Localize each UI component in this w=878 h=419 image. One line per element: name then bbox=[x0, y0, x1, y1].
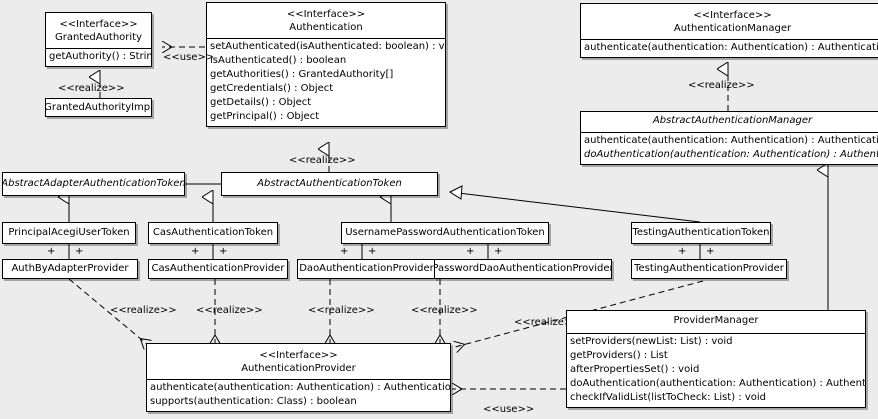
operation-doauthentication: doAuthentication(authentication: Authent… bbox=[584, 149, 878, 160]
operation-authenticate: authenticate(authentication: Authenticat… bbox=[584, 42, 878, 53]
class-box-authentication[interactable]: <<Interface>> Authentication setAuthenti… bbox=[206, 2, 446, 127]
class-name-testing-authentication-provider: TestingAuthenticationProvider bbox=[634, 263, 784, 274]
operation-getdetails: getDetails() : Object bbox=[210, 97, 312, 108]
edge-label-realize-passworddaoprovider: <<realize>> bbox=[411, 305, 478, 316]
operation-doauthentication: doAuthentication(authentication: Authent… bbox=[570, 378, 866, 389]
class-header-granted-authority: <<Interface>> GrantedAuthority bbox=[46, 13, 151, 48]
operation-setauthenticated: setAuthenticated(isAuthenticated: boolea… bbox=[210, 41, 446, 52]
stereotype-interface: <<Interface>> bbox=[59, 19, 138, 30]
stereotype-interface: <<Interface>> bbox=[693, 10, 772, 21]
class-name-authentication: Authentication bbox=[289, 22, 363, 33]
assoc-multiplicity-a: + bbox=[340, 246, 349, 257]
class-box-abstract-adapter-authentication-token[interactable]: AbstractAdapterAuthenticationToken bbox=[2, 172, 185, 196]
class-box-testing-authentication-token[interactable]: TestingAuthenticationToken bbox=[631, 222, 771, 244]
class-header-abstract-authentication-manager: AbstractAuthenticationManager bbox=[581, 112, 878, 132]
class-box-granted-authority[interactable]: <<Interface>> GrantedAuthority getAuthor… bbox=[45, 12, 152, 67]
edge-label-realize-testingprovider: <<realize>> bbox=[514, 317, 581, 328]
operations-compartment-abstract-authentication-manager: authenticate(authentication: Authenticat… bbox=[581, 132, 878, 164]
operation-checkifvalidlist: checkIfValidList(listToCheck: List) : vo… bbox=[570, 392, 767, 403]
class-name-abstract-authentication-token: AbstractAuthenticationToken bbox=[257, 178, 402, 189]
operation-authenticate: authenticate(authentication: Authenticat… bbox=[584, 135, 878, 146]
class-box-cas-authentication-provider[interactable]: CasAuthenticationProvider bbox=[148, 259, 288, 279]
class-box-testing-authentication-provider[interactable]: TestingAuthenticationProvider bbox=[631, 259, 787, 279]
stereotype-interface: <<Interface>> bbox=[259, 350, 338, 361]
class-name-authentication-manager: AuthenticationManager bbox=[673, 23, 792, 34]
class-name-dao-authentication-provider: DaoAuthenticationProvider bbox=[299, 263, 434, 274]
operation-isauthenticated: isAuthenticated() : boolean bbox=[210, 55, 347, 66]
assoc-multiplicity-left: + bbox=[47, 246, 56, 257]
class-box-cas-authentication-token[interactable]: CasAuthenticationToken bbox=[148, 222, 278, 244]
edge-testingauthenticationtoken-extends-abstractauthenticationtoken bbox=[448, 185, 701, 223]
assoc-multiplicity-right: + bbox=[219, 246, 228, 257]
edge-label-use-providermanager: <<use>> bbox=[483, 404, 535, 415]
class-name-testing-authentication-token: TestingAuthenticationToken bbox=[632, 227, 770, 238]
class-name-cas-authentication-token: CasAuthenticationToken bbox=[152, 227, 274, 238]
operation-getcredentials: getCredentials() : Object bbox=[210, 83, 334, 94]
class-box-auth-by-adapter-provider[interactable]: AuthByAdapterProvider bbox=[2, 259, 138, 279]
edge-label-realize-grantedauthorityimpl: <<realize>> bbox=[58, 83, 125, 94]
class-box-provider-manager[interactable]: ProviderManager setProviders(newList: Li… bbox=[566, 310, 866, 408]
class-name-abstract-adapter-authentication-token: AbstractAdapterAuthenticationToken bbox=[2, 178, 185, 189]
operation-getauthorities: getAuthorities() : GrantedAuthority[] bbox=[210, 69, 394, 80]
operation-getauthority: getAuthority() : String bbox=[49, 51, 152, 62]
class-header-authentication: <<Interface>> Authentication bbox=[207, 3, 445, 38]
class-box-authentication-manager[interactable]: <<Interface>> AuthenticationManager auth… bbox=[580, 3, 878, 58]
operations-compartment-granted-authority: getAuthority() : String bbox=[46, 48, 151, 66]
operation-afterpropertiesset: afterPropertiesSet() : void bbox=[570, 364, 700, 375]
class-header-authentication-manager: <<Interface>> AuthenticationManager bbox=[581, 4, 878, 39]
operation-getproviders: getProviders() : List bbox=[570, 350, 668, 361]
edge-label-realize-casprovider: <<realize>> bbox=[196, 305, 263, 316]
class-box-dao-authentication-provider[interactable]: DaoAuthenticationProvider bbox=[297, 259, 436, 279]
class-box-username-password-authentication-token[interactable]: UsernamePasswordAuthenticationToken bbox=[341, 222, 549, 244]
class-box-abstract-authentication-manager[interactable]: AbstractAuthenticationManager authentica… bbox=[580, 111, 878, 165]
assoc-multiplicity-left: + bbox=[191, 246, 200, 257]
class-box-principal-acegi-user-token[interactable]: PrincipalAcegiUserToken bbox=[2, 222, 136, 244]
class-box-abstract-authentication-token[interactable]: AbstractAuthenticationToken bbox=[221, 172, 438, 196]
edge-label-use-authentication-grantedauthority: <<use>> bbox=[163, 52, 215, 63]
class-name-username-password-authentication-token: UsernamePasswordAuthenticationToken bbox=[345, 227, 545, 238]
assoc-multiplicity-right: + bbox=[706, 246, 715, 257]
assoc-multiplicity-b: + bbox=[368, 246, 377, 257]
edge-label-realize-abstractauthenticationtoken: <<realize>> bbox=[289, 155, 356, 166]
stereotype-interface: <<Interface>> bbox=[286, 9, 366, 20]
assoc-multiplicity-left: + bbox=[678, 246, 687, 257]
class-box-granted-authority-impl[interactable]: GrantedAuthorityImpl bbox=[45, 98, 152, 117]
assoc-multiplicity-right: + bbox=[75, 246, 84, 257]
operations-compartment-authentication-provider: authenticate(authentication: Authenticat… bbox=[147, 379, 450, 411]
class-name-cas-authentication-provider: CasAuthenticationProvider bbox=[151, 263, 285, 274]
class-name-auth-by-adapter-provider: AuthByAdapterProvider bbox=[11, 263, 129, 274]
class-name-abstract-authentication-manager: AbstractAuthenticationManager bbox=[652, 115, 813, 126]
operations-compartment-provider-manager: setProviders(newList: List) : void getPr… bbox=[567, 333, 865, 407]
operation-supports: supports(authentication: Class) : boolea… bbox=[150, 396, 357, 407]
operation-getprincipal: getPrincipal() : Object bbox=[210, 111, 320, 122]
operations-compartment-authentication-manager: authenticate(authentication: Authenticat… bbox=[581, 39, 878, 57]
edge-label-realize-authbyadapter: <<realize>> bbox=[110, 305, 177, 316]
class-name-principal-acegi-user-token: PrincipalAcegiUserToken bbox=[8, 227, 130, 238]
operations-compartment-authentication: setAuthenticated(isAuthenticated: boolea… bbox=[207, 38, 445, 126]
class-header-provider-manager: ProviderManager bbox=[567, 311, 865, 333]
edge-casauthenticationtoken-extends-abstractauthenticationtoken bbox=[213, 197, 214, 222]
class-header-authentication-provider: <<Interface>> AuthenticationProvider bbox=[147, 344, 450, 379]
class-name-granted-authority-impl: GrantedAuthorityImpl bbox=[45, 101, 152, 113]
edge-label-realize-daoprovider: <<realize>> bbox=[308, 305, 375, 316]
edge-label-realize-abstractauthenticationmanager: <<realize>> bbox=[688, 80, 755, 91]
class-name-provider-manager: ProviderManager bbox=[673, 315, 759, 326]
operation-authenticate: authenticate(authentication: Authenticat… bbox=[150, 382, 451, 393]
class-name-authentication-provider: AuthenticationProvider bbox=[241, 363, 356, 374]
class-name-granted-authority: GrantedAuthority bbox=[54, 32, 143, 43]
operation-setproviders: setProviders(newList: List) : void bbox=[570, 336, 733, 347]
class-name-password-dao-authentication-provider: PasswordDaoAuthenticationProvider bbox=[434, 263, 612, 274]
assoc-multiplicity-d: + bbox=[494, 246, 503, 257]
assoc-multiplicity-c: + bbox=[466, 246, 475, 257]
class-box-authentication-provider[interactable]: <<Interface>> AuthenticationProvider aut… bbox=[146, 343, 451, 412]
class-box-password-dao-authentication-provider[interactable]: PasswordDaoAuthenticationProvider bbox=[434, 259, 612, 279]
